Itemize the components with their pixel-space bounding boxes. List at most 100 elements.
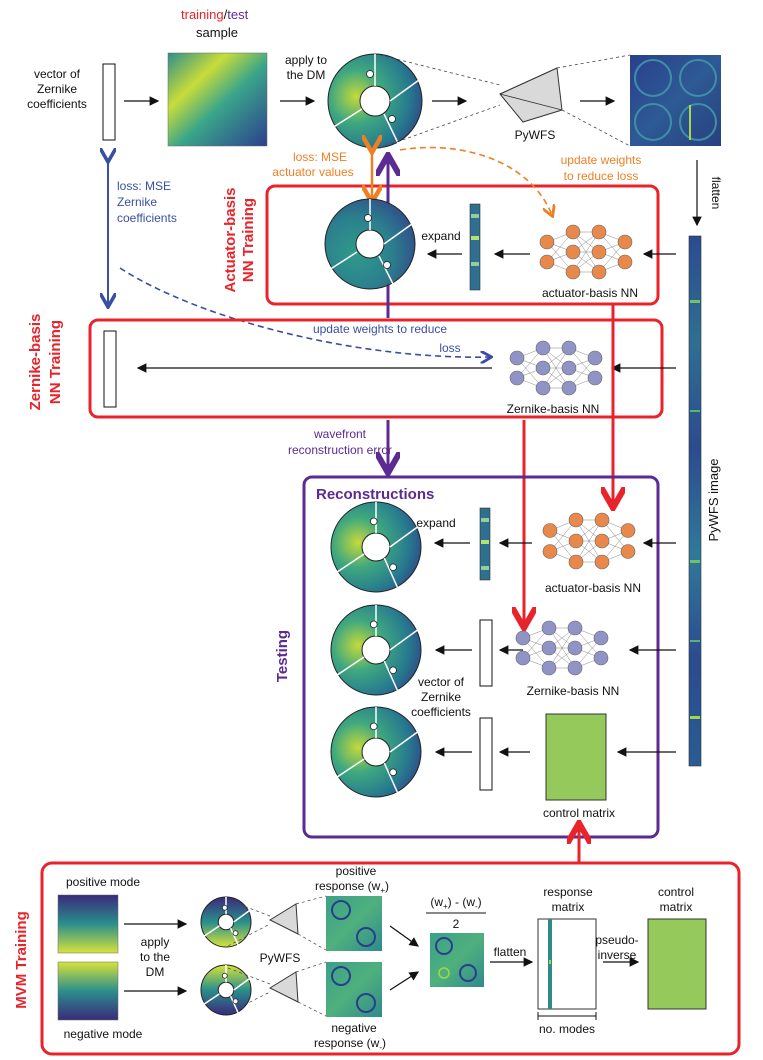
test-vector-label-1: vector of [418,675,465,689]
pywfs-image-guide-top [556,54,631,69]
negative-response-image [326,962,382,1017]
top-pywfs-label: PyWFS [515,128,556,142]
no-modes-label: no. modes [539,1022,595,1036]
title-training-test: training/test [181,7,249,22]
mvm-guide-6 [297,933,327,951]
test-mvm-vector [479,717,493,791]
zernike-train-vector [103,330,117,408]
title-sample: sample [196,25,238,40]
mvm-guide-7 [295,961,327,973]
mvm-dm-negative [200,964,252,1016]
mvm-training-box [40,861,741,1056]
mvm-control-matrix [647,918,707,1010]
actuator-section-label-1: Actuator-basis [222,187,239,292]
top-vector-label-2: Zernike [37,82,77,96]
response-matrix-label-1: response [543,885,593,899]
positive-response-label-2: response (w+) [315,879,389,895]
strip-highlights [690,300,700,719]
actuator-nn-test [542,512,636,570]
actuator-update-label-2: to reduce loss [564,169,639,183]
mvm-flatten-label: flatten [494,945,527,959]
actuator-nn-train [539,224,633,280]
pseudo-inverse-label-1: pseudo- [595,933,638,947]
mvm-apply-label-2: to the [140,950,170,964]
difference-response-image [430,933,484,987]
formula-numerator: (w+) - (w-) [430,895,481,911]
test-control-matrix-label: control matrix [543,806,615,820]
zernike-section-label-2: NN Training [47,320,64,404]
top-zernike-vector [102,63,116,141]
actuator-expand-label: expand [421,229,460,243]
actuator-nn-train-label: actuator-basis NN [542,286,638,300]
wavefront-error-label-2: reconstruction error [288,443,392,457]
top-vector-label-3: coefficients [27,97,87,111]
top-pywfs-prism [499,67,563,123]
mvm-apply-label-1: apply [141,935,170,949]
pywfs-image-strip [688,235,702,767]
actuator-training-box [265,184,660,306]
response-matrix-label-2: matrix [552,900,585,914]
actuator-loss-label-2: actuator values [272,165,353,179]
mvm-control-matrix-label-1: control [658,885,694,899]
pseudo-inverse-label-2: inverse [598,948,637,962]
test-zernike-vector [479,619,493,687]
negative-mode-image [57,961,119,1021]
actuator-train-vector [469,203,481,291]
zernike-nn-train-label: Zernike-basis NN [507,402,600,416]
mvm-pywfs-prism-top [268,903,299,935]
zernike-nn-test [515,620,609,676]
test-dm-zernike [330,604,422,696]
mvm-dm-positive [200,896,252,948]
test-control-matrix [545,713,607,801]
wavefront-error-label-1: wavefront [313,427,367,441]
test-actuator-vector [479,507,491,581]
positive-mode-label: positive mode [66,875,140,889]
mvm-guide-1 [227,899,271,917]
actuator-training-dm [324,198,416,290]
test-dm-mvm [330,706,422,798]
mvm-apply-label-3: DM [146,965,165,979]
mvm-control-matrix-label-2: matrix [660,900,693,914]
mvm-pywfs-label: PyWFS [260,951,301,965]
response-matrix [537,918,597,1010]
flatten-label: flatten [709,177,723,210]
zernike-loss-label-2: Zernike [117,195,157,209]
actuator-update-weights-arrow [399,146,552,215]
zernike-nn-train [509,340,603,396]
testing-box [302,475,660,839]
top-dm [327,53,423,149]
negative-response-label-1: negative [331,1021,377,1035]
test-dm-actuator [330,501,422,593]
mvm-guide-4 [227,991,271,1014]
dm-pywfs-guide-top [379,54,501,86]
arrow-pos-resp-to-diff [389,925,419,947]
apply-label-2: the DM [287,68,326,82]
positive-response-label-1: positive [336,864,377,878]
zernike-update-label-1: update weights to reduce [313,322,447,336]
positive-mode-image [57,894,119,954]
zernike-nn-test-label: Zernike-basis NN [527,684,620,698]
actuator-nn-test-label: actuator-basis NN [545,581,641,595]
test-expand-label: expand [416,516,455,530]
test-vector-label-2: Zernike [421,690,461,704]
mvm-guide-8 [297,1001,327,1017]
reconstructions-title: Reconstructions [316,486,434,503]
arrow-neg-resp-to-diff [389,971,420,991]
negative-response-label-2: response (w-) [314,1036,386,1052]
actuator-update-label-1: update weights [561,153,642,167]
testing-section-label: Testing [274,630,291,682]
negative-mode-label: negative mode [64,1027,143,1041]
actuator-loss-label-1: loss: MSE [293,150,347,164]
zernike-loss-label-1: loss: MSE [117,179,171,193]
positive-response-image [326,896,382,951]
pywfs-image-guide-bottom [561,109,631,147]
apply-label-1: apply to [285,53,327,67]
mvm-pywfs-prism-bottom [268,971,299,1003]
zernike-section-label-1: Zernike-basis [27,314,44,411]
pywfs-image-label: PyWFS image [706,458,721,541]
mvm-guide-2 [227,923,271,947]
sample-wavefront-image [167,52,268,147]
actuator-section-label-2: NN Training [240,198,257,282]
formula-denominator: 2 [453,917,460,931]
